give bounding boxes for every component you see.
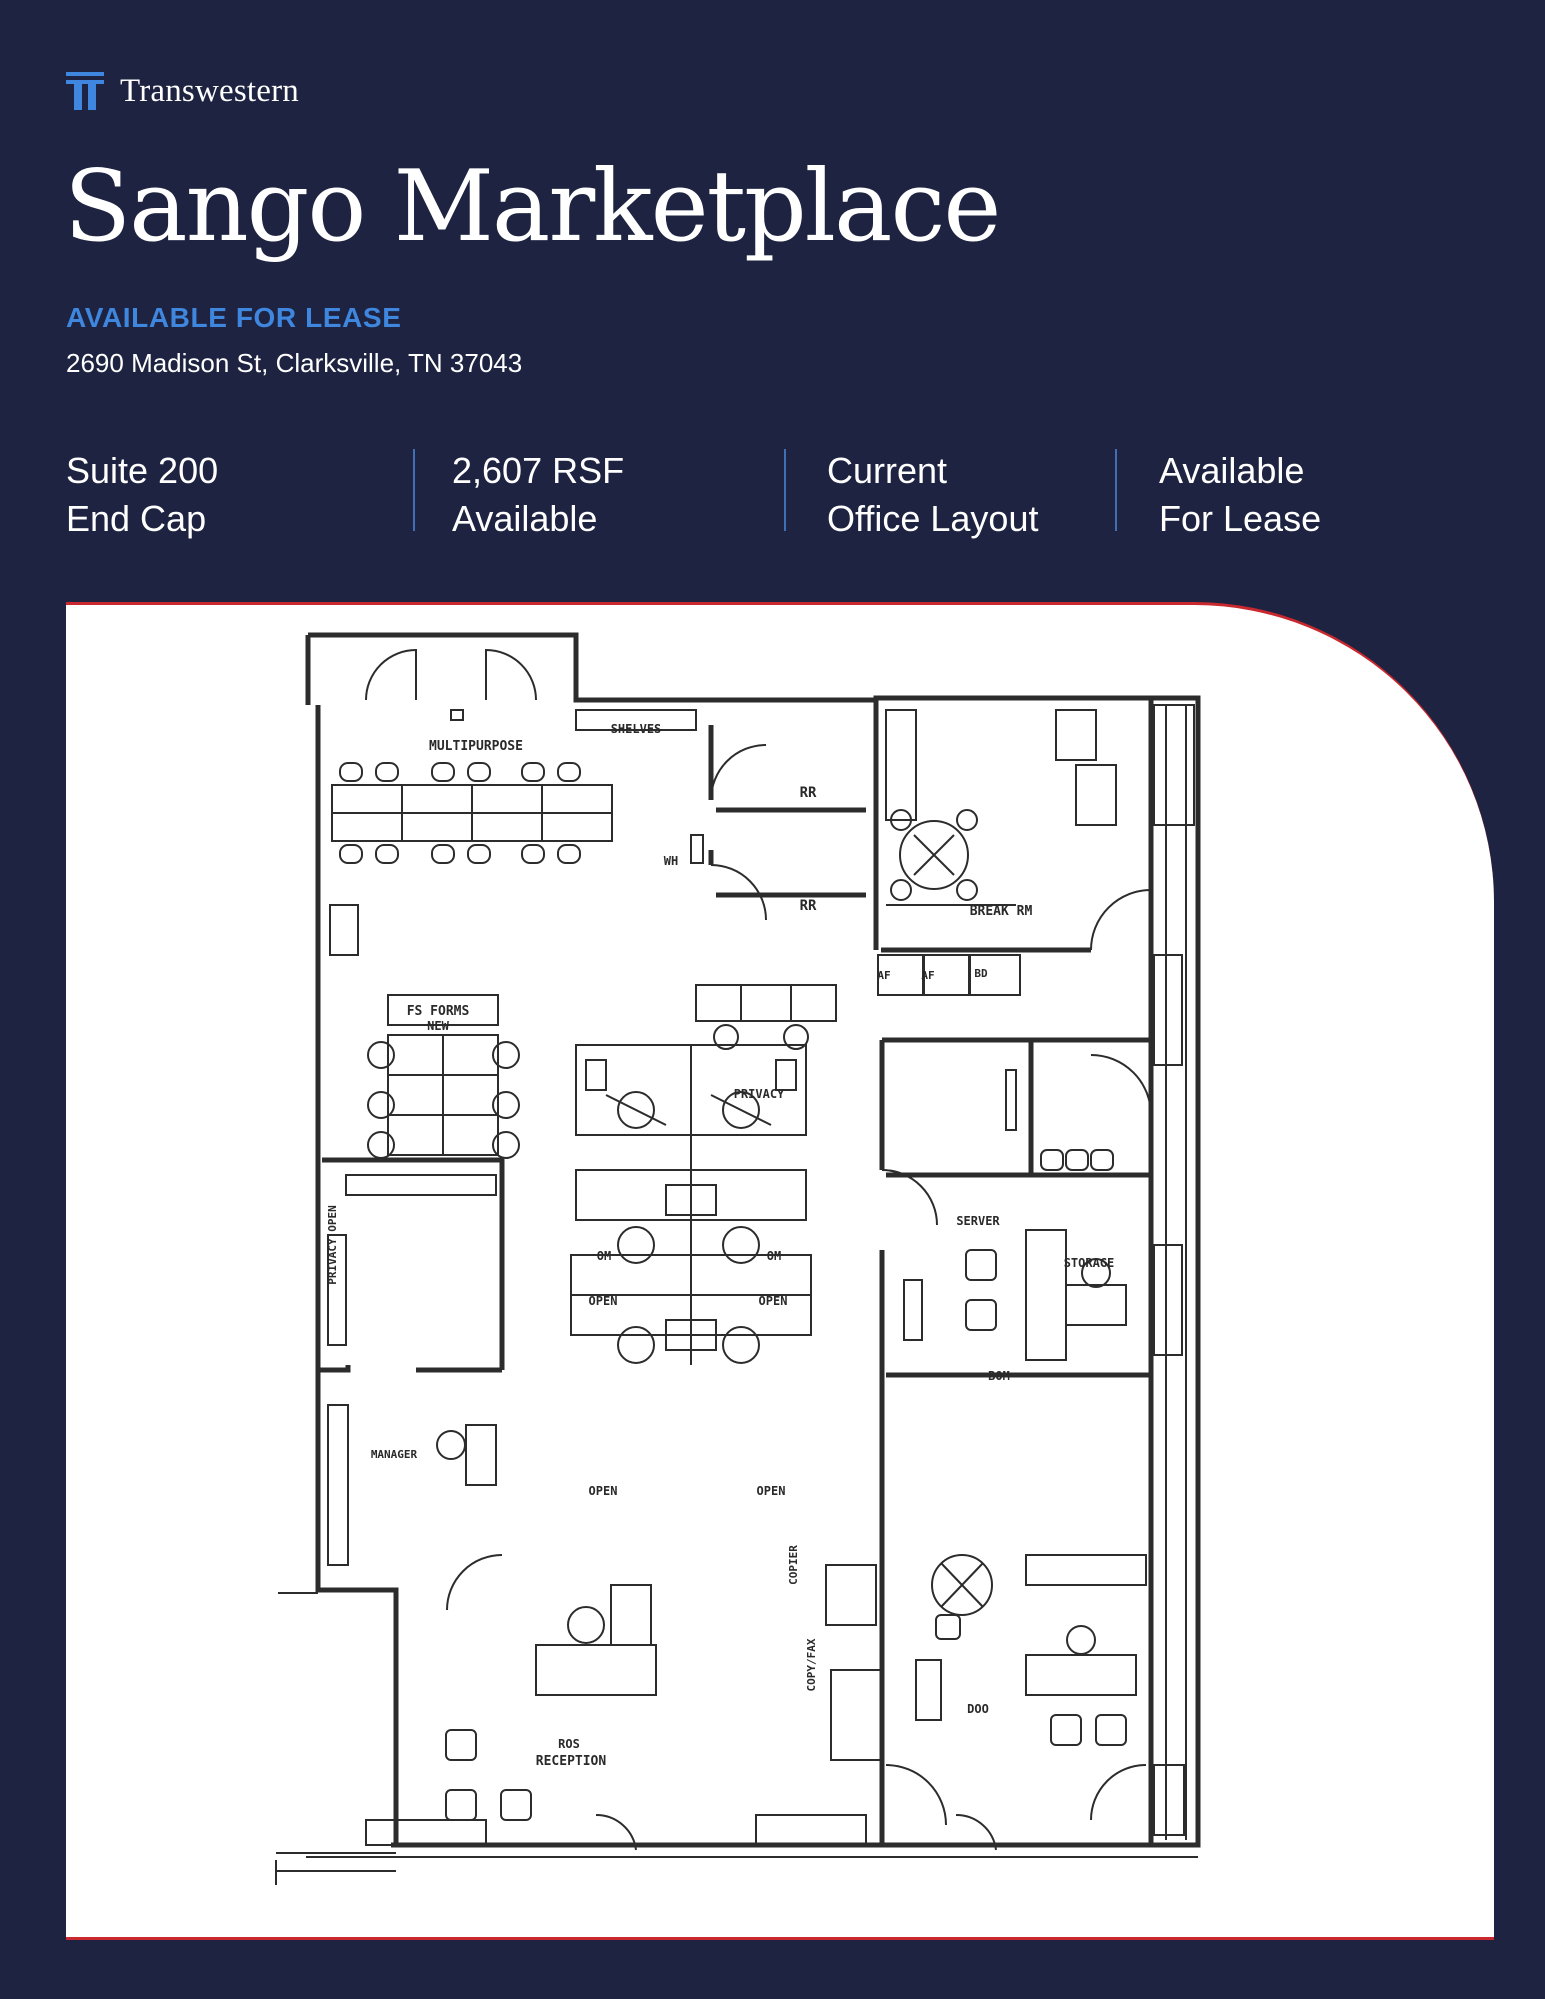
label-doo: DOO: [967, 1702, 989, 1716]
stat-lease-line1: Available: [1159, 450, 1305, 491]
label-open-1: OPEN: [589, 1294, 618, 1308]
label-ros: ROS: [558, 1737, 580, 1751]
label-af-1: AF: [877, 969, 890, 982]
label-rr-2: RR: [800, 898, 817, 914]
floorplan-walls: [305, 632, 1201, 1848]
label-af-2: AF: [921, 969, 934, 982]
floorplan-drawing: MULTIPURPOSE SHELVES RR RR WH BREAK RM F…: [275, 632, 1201, 1885]
stat-layout-line2: Office Layout: [827, 498, 1039, 539]
label-server: SERVER: [956, 1214, 1000, 1228]
stat-suite: Suite 200 End Cap: [66, 447, 218, 543]
stat-suite-line1: Suite 200: [66, 450, 219, 491]
label-copy-fax: COPY/FAX: [805, 1638, 818, 1691]
stat-layout-line1: Current: [827, 450, 948, 491]
label-om-2: OM: [767, 1249, 781, 1263]
floorplan-window-frames: [275, 704, 1198, 1885]
property-stats: Suite 200 End Cap 2,607 RSF Available Cu…: [0, 447, 1545, 539]
stat-layout: Current Office Layout: [827, 447, 1038, 543]
stat-area-line1: 2,607 RSF: [452, 450, 625, 491]
floorplan-break-room-furniture: [877, 709, 1117, 996]
floorplan-labels: MULTIPURPOSE SHELVES RR RR WH BREAK RM F…: [326, 722, 1114, 1769]
label-copier: COPIER: [787, 1545, 800, 1585]
floorplan-reception-furniture: [445, 1584, 657, 1821]
brand-header: Transwestern: [66, 72, 299, 110]
label-fs-forms: FS FORMS: [407, 1004, 470, 1019]
floorplan-privacy-desks: [690, 834, 837, 1050]
label-shelves: SHELVES: [611, 722, 662, 736]
floorplan-fs-workstations: [327, 994, 520, 1346]
label-new: NEW: [427, 1019, 449, 1033]
floorplan-manager-furniture: [327, 1174, 497, 1566]
stat-lease: Available For Lease: [1159, 447, 1321, 543]
floorplan-doors: [365, 648, 1152, 1851]
label-storage: STORAGE: [1064, 1256, 1115, 1270]
stat-area-line2: Available: [452, 498, 598, 539]
label-wh: WH: [664, 854, 678, 868]
brand-name: Transwestern: [120, 72, 300, 109]
stat-divider: [413, 449, 415, 531]
label-om-1: OM: [597, 1249, 611, 1263]
label-privacy-open: PRIVACY OPEN: [326, 1205, 339, 1284]
transwestern-t-logo-icon: [66, 72, 104, 110]
label-bd: BD: [974, 967, 988, 980]
label-open-2: OPEN: [759, 1294, 788, 1308]
floorplan-open-workstations: [570, 1044, 812, 1365]
stat-area: 2,607 RSF Available: [452, 447, 624, 543]
floorplan-card: MULTIPURPOSE SHELVES RR RR WH BREAK RM F…: [66, 602, 1494, 1940]
label-privacy: PRIVACY: [734, 1087, 785, 1101]
floorplan-bom-furniture: [903, 1229, 1127, 1361]
label-multipurpose: MULTIPURPOSE: [429, 739, 523, 754]
stat-divider: [1115, 449, 1117, 531]
label-open-3: OPEN: [589, 1484, 618, 1498]
label-manager: MANAGER: [371, 1448, 418, 1461]
floorplan-doo-furniture: [825, 1554, 1147, 1761]
label-open-4: OPEN: [757, 1484, 786, 1498]
label-break-room: BREAK RM: [970, 904, 1033, 919]
stat-lease-line2: For Lease: [1159, 498, 1322, 539]
floorplan-multipurpose-furniture: [329, 709, 697, 956]
label-rr-1: RR: [800, 785, 817, 801]
floorplan-storage-furniture: [1005, 1069, 1114, 1171]
stat-suite-line2: End Cap: [66, 498, 207, 539]
page-title: Sango Marketplace: [64, 150, 1001, 264]
stat-divider: [784, 449, 786, 531]
label-reception: RECEPTION: [536, 1754, 607, 1769]
availability-eyebrow: AVAILABLE FOR LEASE: [66, 302, 402, 333]
label-bom: BOM: [988, 1369, 1010, 1383]
property-address: 2690 Madison St, Clarksville, TN 37043: [66, 348, 523, 378]
